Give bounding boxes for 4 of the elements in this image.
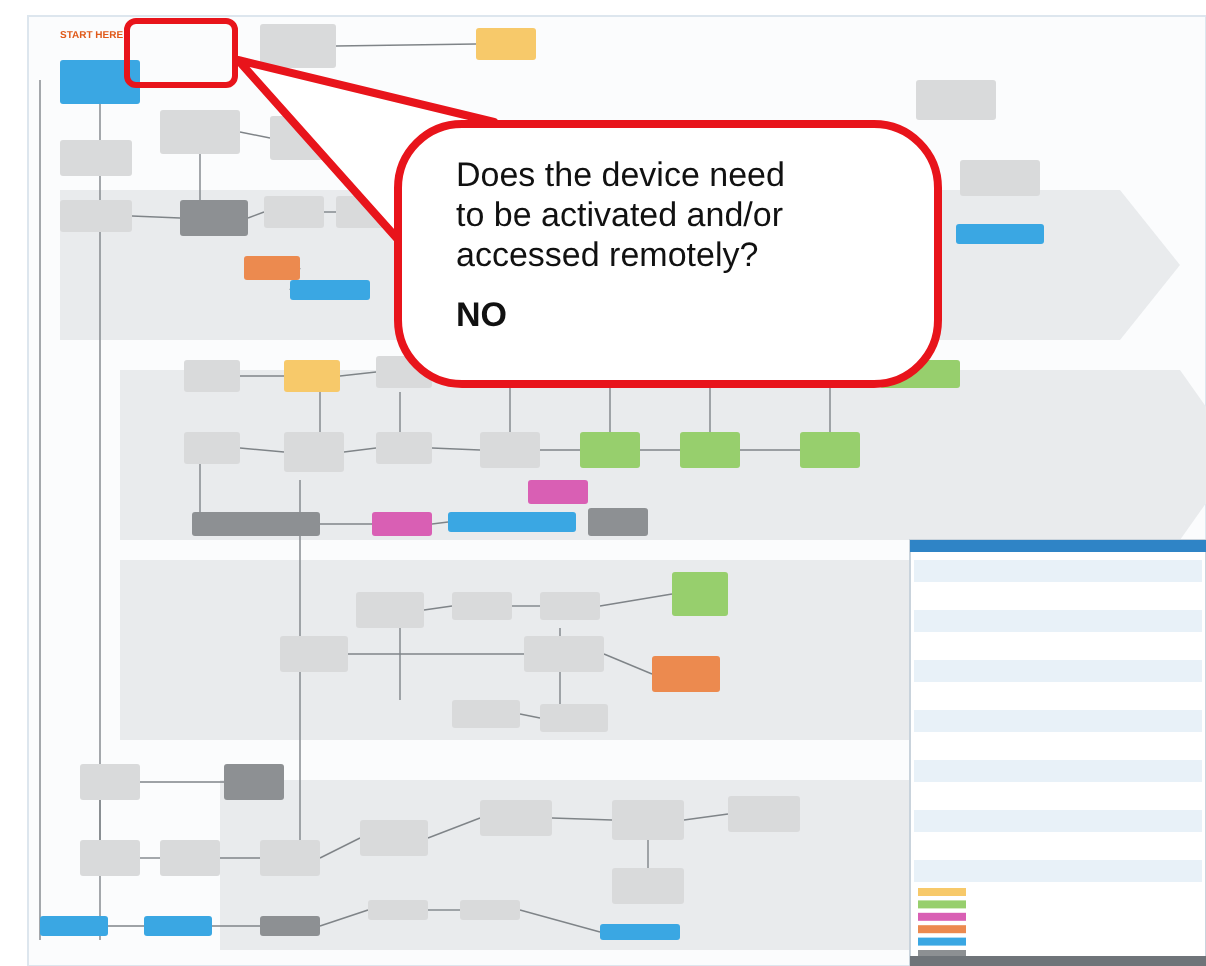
question-text: Does the device need to be activated and/or accessed remotely? [456,156,787,276]
answer-text: NO [456,296,509,336]
callout-bubble [394,120,942,388]
highlight-box [124,18,238,88]
